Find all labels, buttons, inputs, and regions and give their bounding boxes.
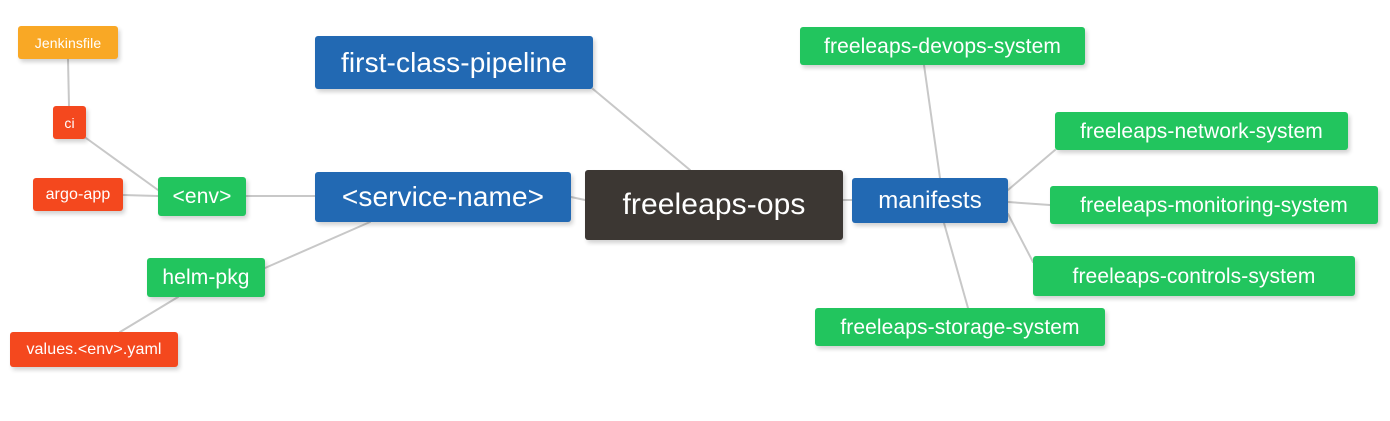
node-label-freeleaps-storage-system: freeleaps-storage-system — [840, 315, 1080, 339]
node-helm-pkg[interactable]: helm-pkg — [147, 258, 265, 297]
node-label-first-class-pipeline: first-class-pipeline — [340, 46, 568, 78]
node-label-values-yaml: values.<env>.yaml — [26, 340, 162, 358]
edge-manifests-to-freeleaps-storage-system — [943, 222, 969, 309]
node-label-jenkinsfile: Jenkinsfile — [34, 34, 102, 51]
edge-jenkinsfile-to-ci — [67, 58, 70, 107]
node-jenkinsfile[interactable]: Jenkinsfile — [18, 26, 118, 59]
node-argo-app[interactable]: argo-app — [33, 178, 123, 211]
node-service-name[interactable]: <service-name> — [315, 172, 571, 222]
edge-manifests-to-freeleaps-network-system — [1007, 149, 1056, 191]
edge-manifests-to-freeleaps-devops-system — [923, 64, 941, 179]
node-ci[interactable]: ci — [53, 106, 86, 139]
node-label-service-name: <service-name> — [341, 181, 545, 212]
node-freeleaps-devops-system[interactable]: freeleaps-devops-system — [800, 27, 1085, 65]
node-label-freeleaps-monitoring-system: freeleaps-monitoring-system — [1080, 193, 1348, 217]
edge-argo-app-to-env — [122, 194, 159, 197]
node-freeleaps-controls-system[interactable]: freeleaps-controls-system — [1033, 256, 1355, 296]
node-label-env: <env> — [172, 185, 232, 208]
node-freeleaps-ops[interactable]: freeleaps-ops — [585, 170, 843, 240]
node-label-helm-pkg: helm-pkg — [162, 266, 250, 289]
edge-service-name-to-freeleaps-ops — [570, 196, 586, 201]
node-label-freeleaps-devops-system: freeleaps-devops-system — [824, 34, 1061, 58]
node-env[interactable]: <env> — [158, 177, 246, 216]
node-label-freeleaps-controls-system: freeleaps-controls-system — [1072, 264, 1316, 288]
node-first-class-pipeline[interactable]: first-class-pipeline — [315, 36, 593, 89]
edge-manifests-to-freeleaps-monitoring-system — [1007, 201, 1051, 206]
node-label-ci: ci — [64, 114, 75, 131]
node-manifests[interactable]: manifests — [852, 178, 1008, 223]
edge-manifests-to-freeleaps-controls-system — [1007, 213, 1034, 263]
edge-service-name-to-helm-pkg — [264, 221, 371, 269]
node-values-yaml[interactable]: values.<env>.yaml — [10, 332, 178, 367]
node-label-freeleaps-network-system: freeleaps-network-system — [1080, 119, 1323, 143]
node-label-freeleaps-ops: freeleaps-ops — [622, 188, 806, 221]
node-label-manifests: manifests — [878, 186, 982, 214]
edge-first-class-pipeline-to-freeleaps-ops — [592, 88, 691, 171]
node-freeleaps-monitoring-system[interactable]: freeleaps-monitoring-system — [1050, 186, 1378, 224]
node-freeleaps-storage-system[interactable]: freeleaps-storage-system — [815, 308, 1105, 346]
node-freeleaps-network-system[interactable]: freeleaps-network-system — [1055, 112, 1348, 150]
edge-helm-pkg-to-values-yaml — [119, 296, 179, 333]
node-label-argo-app: argo-app — [45, 185, 111, 203]
